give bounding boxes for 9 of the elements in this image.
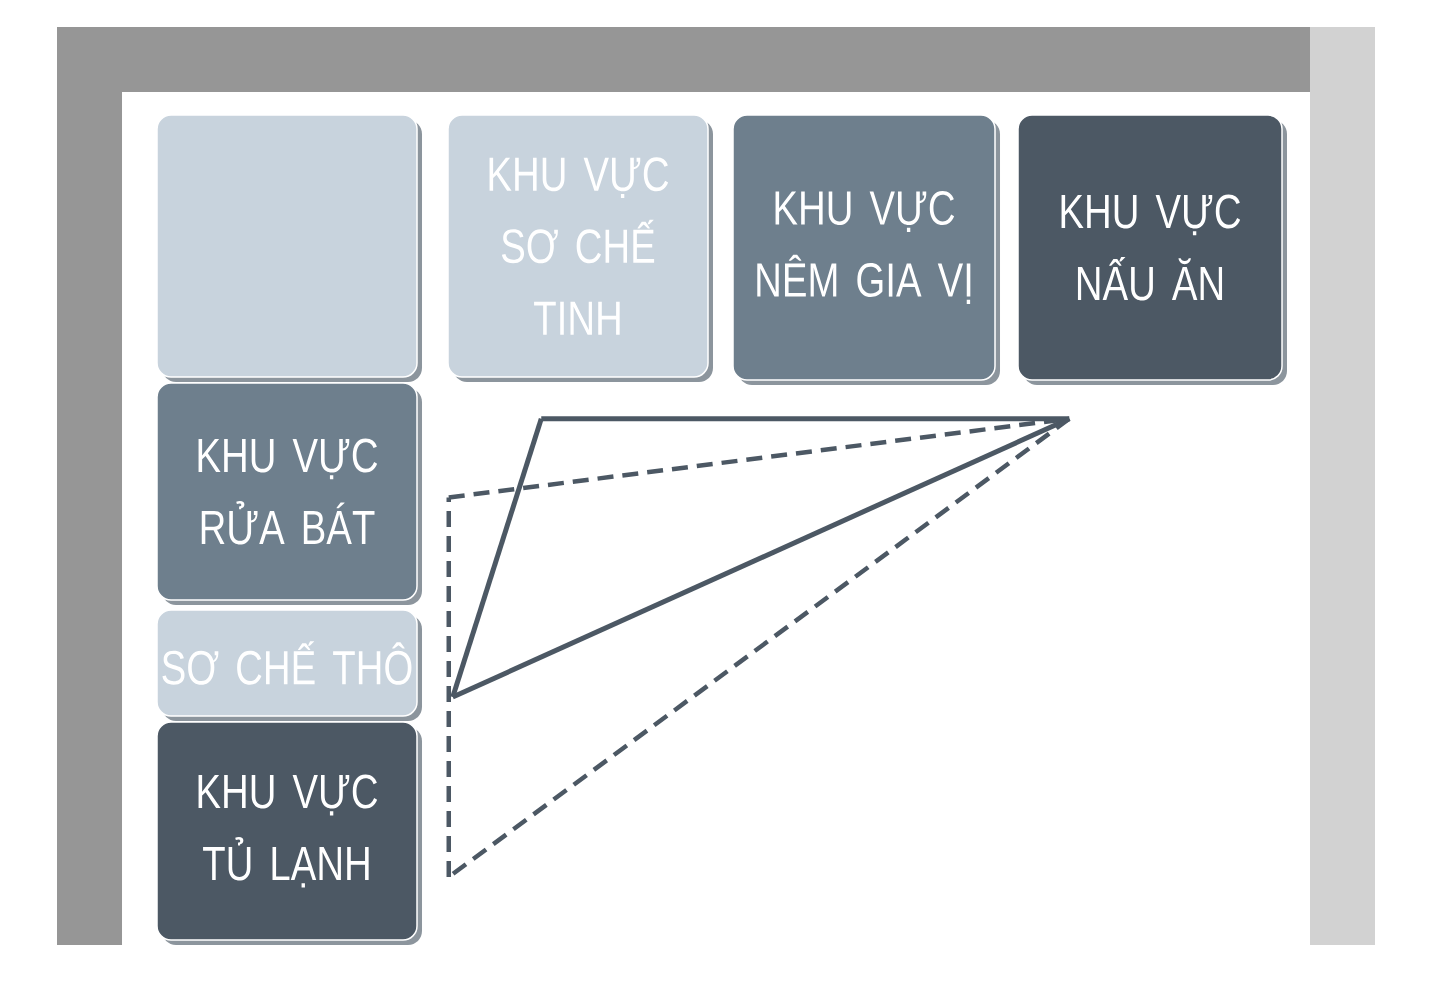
zone-box: KHU VỰC TỦ LẠNH [156,721,422,945]
zone-box: KHU VỰC RỬA BÁT [156,382,422,605]
zone-box: KHU VỰC NÊM GIA VỊ [732,114,1000,385]
zone-box: KHU VỰC NẤU ĂN [1017,114,1287,385]
triangle-line [541,416,1070,422]
triangle-line [451,416,1071,700]
triangle-line [450,418,544,698]
dashed-line [446,497,451,877]
zone-box [156,114,422,382]
